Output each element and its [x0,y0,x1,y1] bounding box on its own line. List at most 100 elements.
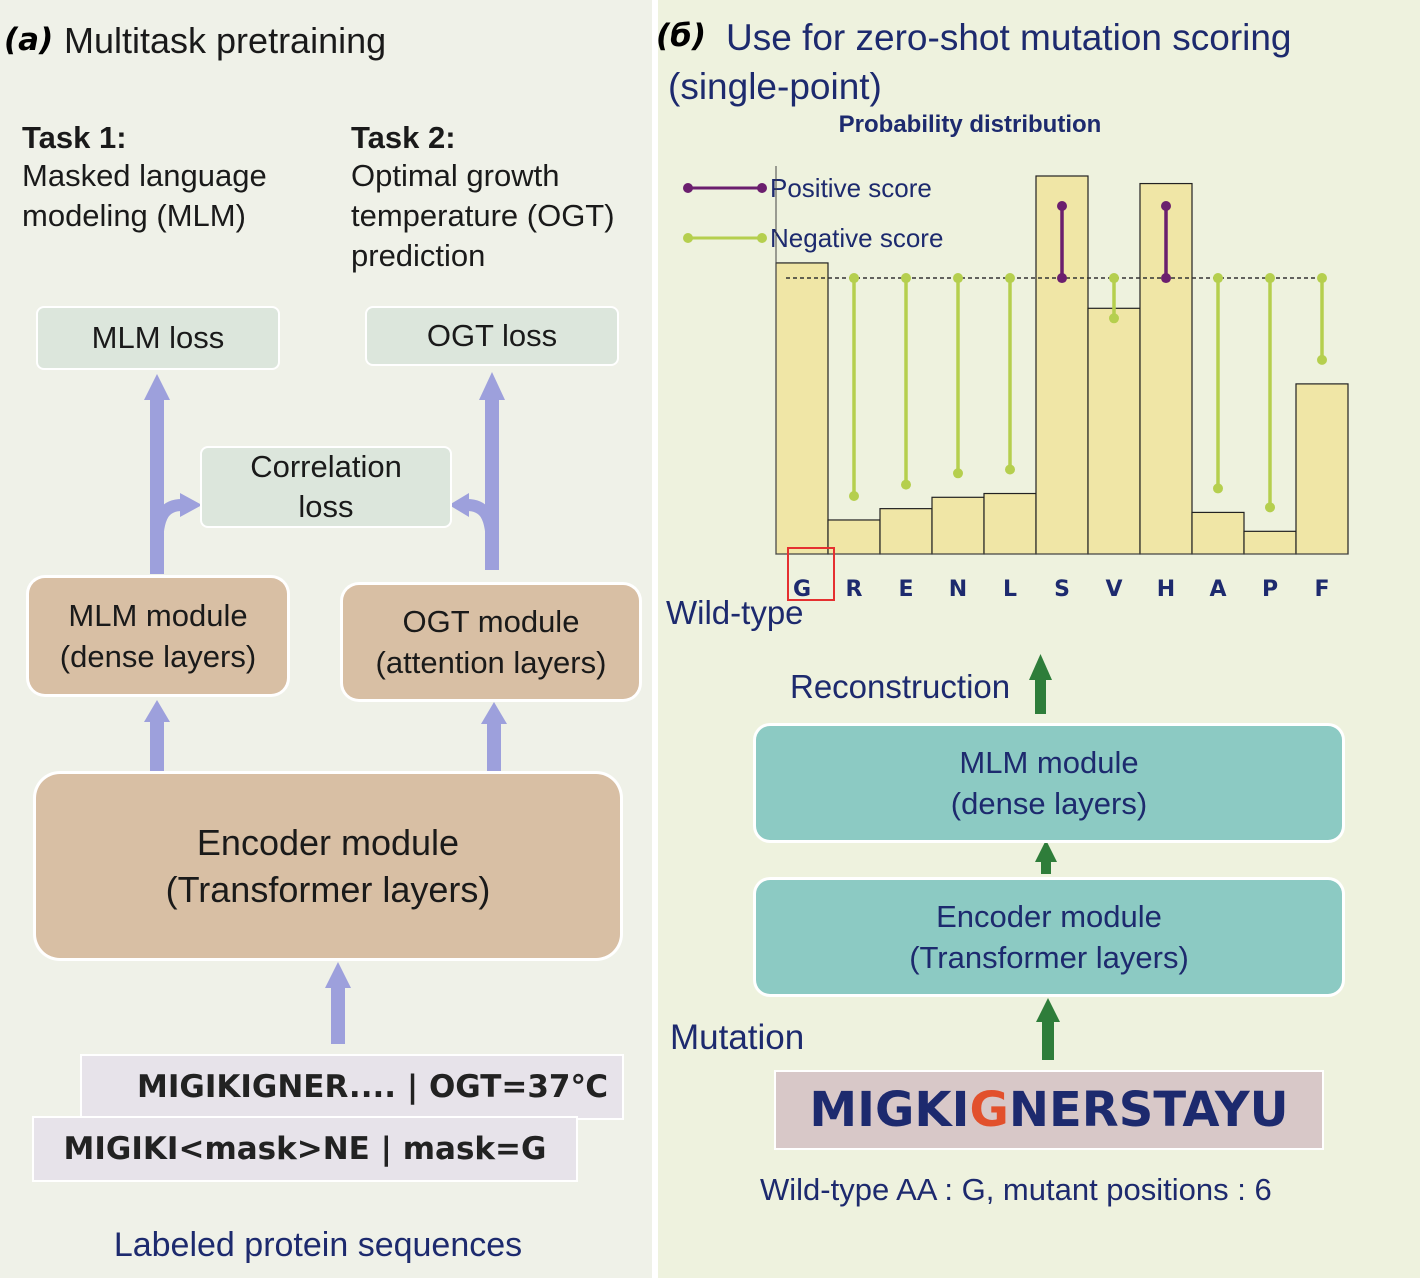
mutation-label: Mutation [670,1018,805,1057]
stem-end-H [1161,201,1171,211]
panel-b-label: (б) [656,18,706,54]
mlm-module-b-line2: (dense layers) [950,786,1148,821]
mlm-module-box: MLM module (dense layers) [29,578,287,694]
correlation-loss-line1: Correlation [250,449,402,484]
stem-end-A [1213,483,1223,494]
task2-line3: prediction [351,238,486,273]
stem-end-F [1317,354,1327,365]
stem-start-L [1005,273,1015,284]
arrow-reconstruction [1035,676,1046,714]
mlm-module-b-line1: MLM module [959,745,1139,780]
arrowhead-encoder-b [1036,998,1060,1022]
stem-start-P [1265,273,1275,284]
tick-label-R: R [846,577,863,602]
tick-label-H: H [1157,577,1175,602]
tick-label-F: F [1314,577,1329,602]
panel-b: (б) Use for zero-shot mutation scoring (… [656,0,1420,1278]
mlm-loss-box: MLM loss [38,308,278,368]
wild-type-label: Wild-type [666,594,804,631]
legend-dot-end-0 [757,183,767,193]
sequence-suffix: NERSTAYU [1008,1082,1289,1138]
ogt-module-line2: (attention layers) [375,645,607,680]
tick-label-P: P [1262,577,1278,602]
bar-E [879,508,933,555]
tick-label-A: A [1209,577,1226,602]
encoder-module-b-line1: Encoder module [936,899,1162,934]
task2-line1: Optimal growth [351,158,560,193]
task1-heading: Task 1: [22,120,127,155]
stem-end-P [1265,502,1275,513]
task1-line1: Masked language [22,158,267,193]
stem-end-L [1005,464,1015,475]
arrow-encoder-to-mlm [150,720,164,774]
panel-b-footer: Wild-type AA : G, mutant positions : 6 [760,1172,1272,1207]
task2-line2: temperature (OGT) [351,198,615,233]
legend-dot-start-1 [683,233,693,243]
legend-dot-end-1 [757,233,767,243]
task2-description: Task 2: Optimal growth temperature (OGT)… [351,120,615,276]
tick-label-L: L [1003,577,1017,602]
mlm-module-line2: (dense layers) [59,639,257,674]
chart-bars [775,175,1349,555]
sequence-ogt-input: MIGIKIGNER.... | OGT=37℃ [82,1056,622,1118]
legend-label-0: Positive score [770,173,932,203]
sequence-mask-input: MIGIKI<mask>NE | mask=G [34,1118,576,1180]
task2-heading: Task 2: [351,120,456,155]
mlm-module-line1: MLM module [68,598,248,633]
stem-start-E [901,273,911,284]
bar-G [775,262,829,555]
chart-title: Probability distribution [839,111,1102,138]
chart-score-stems [849,201,1327,513]
tick-label-V: V [1105,577,1122,602]
legend-label-1: Negative score [770,223,943,253]
arrow-encoder-to-mlm-b [1041,860,1051,874]
probability-chart: Probability distribution Positive scoreN… [683,111,1349,602]
mutant-residue: G [969,1082,1009,1138]
arrow-branch-left [151,499,183,549]
sequence-ogt-text: MIGIKIGNER.... | OGT=37℃ [137,1069,608,1105]
arrowhead-encoder [325,962,351,988]
ogt-module-box: OGT module (attention layers) [343,585,639,699]
bar-F [1295,383,1349,555]
panel-a-footer: Labeled protein sequences [113,1226,523,1264]
encoder-module-box: Encoder module (Transformer layers) [36,774,620,958]
panel-a-label: (a) [4,22,54,58]
ogt-module-line1: OGT module [402,604,580,639]
arrow-branch-right [466,499,498,549]
stem-end-V [1109,313,1119,324]
stem-end-E [901,479,911,490]
arrowhead-mlm-module [144,700,170,722]
encoder-module-b-line2: (Transformer layers) [909,940,1189,975]
encoder-module-line2: (Transformer layers) [165,869,491,910]
bar-A [1191,511,1245,555]
task1-line2: modeling (MLM) [22,198,246,233]
ogt-loss-box: OGT loss [367,308,617,364]
stem-start-R [849,273,859,284]
panel-a-arrows [144,372,507,1044]
sequence-mask-text: MIGIKI<mask>NE | mask=G [63,1131,547,1167]
stem-start-S [1057,273,1067,284]
arrow-mutation-to-encoder [1042,1018,1054,1060]
stem-end-S [1057,201,1067,211]
wild-type-highlight [787,547,835,601]
panel-a: (a) Multitask pretraining Task 1: Masked… [0,0,652,1278]
stem-start-H [1161,273,1171,284]
arrowhead-mlm-b [1035,840,1057,862]
panel-a-title: Multitask pretraining [64,20,387,61]
legend-dot-start-0 [683,183,693,193]
tick-label-S: S [1054,577,1070,602]
ogt-loss-label: OGT loss [426,318,558,353]
arrowhead-branch-right [449,493,469,517]
arrowhead-mlm-loss [144,374,170,400]
reconstruction-label: Reconstruction [790,668,1011,705]
stem-start-A [1213,273,1223,284]
mlm-module-box-b: MLM module (dense layers) [756,726,1342,840]
correlation-loss-box: Correlation loss [202,448,450,526]
stem-end-R [849,490,859,501]
mlm-loss-label: MLM loss [91,320,225,355]
panel-b-arrows [1029,654,1060,1060]
arrow-input-to-encoder [331,986,345,1044]
